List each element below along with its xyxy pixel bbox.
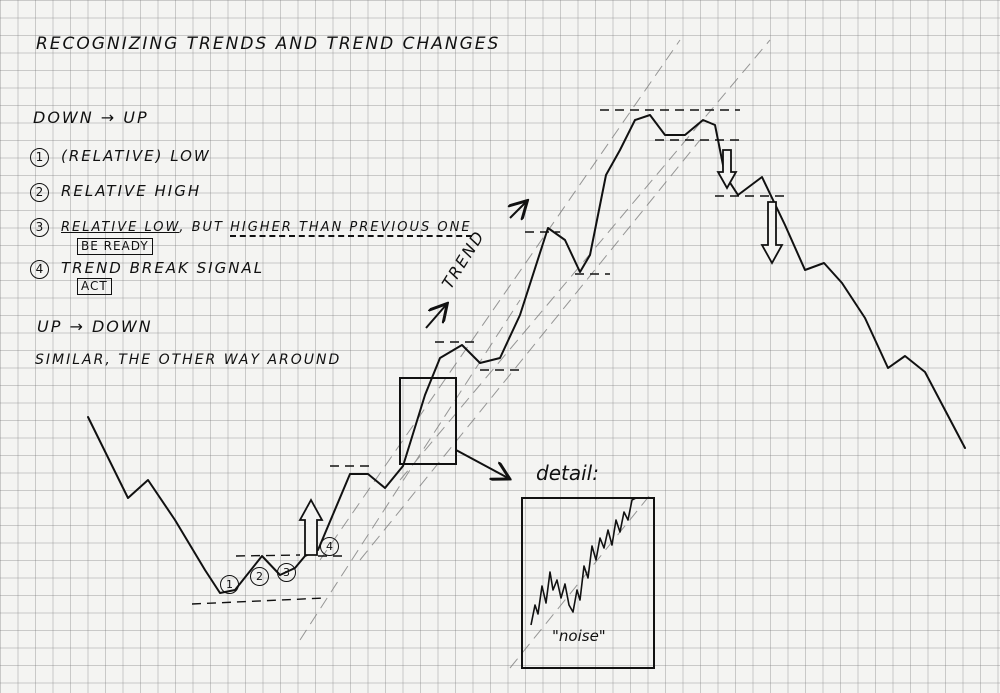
detail-panel [521,497,655,669]
up-signal-arrow-icon [298,498,324,556]
page-title: RECOGNIZING TRENDS AND TREND CHANGES [36,34,501,54]
detail-label: detail: [536,461,599,485]
step-1-text: (RELATIVE) LOW [61,147,211,165]
zoom-box [399,377,457,465]
step-4-number: 4 [30,260,49,279]
step-3-text-b: , BUT [179,220,231,235]
step-3: 3 RELATIVE LOW, BUT HIGHER THAN PREVIOUS … [30,218,472,237]
up-to-down-heading: UP → DOWN [37,317,153,336]
step-2-number: 2 [30,183,49,202]
step-4-text: TREND BREAK SIGNAL [61,259,265,277]
step-4: 4 TREND BREAK SIGNAL [30,259,264,279]
step-1: 1 (RELATIVE) LOW [30,147,211,167]
down-signal-arrow-1-icon [716,149,738,190]
similar-note: SIMILAR, THE OTHER WAY AROUND [35,352,342,368]
down-to-up-heading: DOWN → UP [33,108,149,127]
noise-curve [530,497,637,626]
support-resistance-levels [191,109,790,605]
trend-arrow-lower [425,305,446,329]
marker-2: 2 [250,567,269,586]
step-1-number: 1 [30,148,49,167]
act-box: ACT [77,278,112,295]
marker-1: 1 [220,575,239,594]
trend-arrow-upper [510,202,526,218]
price-curve [87,114,966,594]
marker-4: 4 [320,537,339,556]
step-3-text-a: RELATIVE LOW [61,220,180,235]
step-2-text: RELATIVE HIGH [61,182,202,200]
step-3-number: 3 [30,218,49,237]
trend-channel-lines [299,39,771,669]
noise-label: "noise" [552,627,606,645]
zoom-connector-arrow [455,449,508,478]
be-ready-box: BE READY [77,238,153,255]
step-3-text-c: HIGHER THAN PREVIOUS ONE [230,220,472,237]
step-2: 2 RELATIVE HIGH [30,182,201,202]
marker-3: 3 [277,563,296,582]
down-signal-arrow-2-icon [760,201,784,265]
